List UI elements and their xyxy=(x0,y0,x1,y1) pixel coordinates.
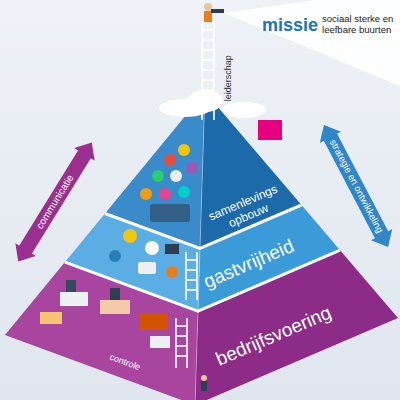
axis-label: leiderschap xyxy=(223,55,233,101)
mission-banner: missiesociaal sterke en leefbare buurten xyxy=(262,14,396,36)
node-title: missie xyxy=(262,15,318,36)
arrow-label: communicatie xyxy=(34,173,76,232)
arrow-label: strategie en ontwikkeling xyxy=(327,137,385,234)
pyramid-layer: gastvrijheid xyxy=(200,236,297,293)
node-body: sociaal sterke en leefbare buurten xyxy=(322,14,396,36)
node-title: bedrijfsvoering xyxy=(213,302,335,370)
node-title: samenlevings opbouw xyxy=(202,180,290,238)
node-title: gastvrijheid xyxy=(200,236,297,293)
pyramid-layer: samenlevings opbouw xyxy=(202,180,290,238)
axis-label: controle xyxy=(108,352,142,373)
pyramid-layer: bedrijfsvoering xyxy=(213,302,335,370)
